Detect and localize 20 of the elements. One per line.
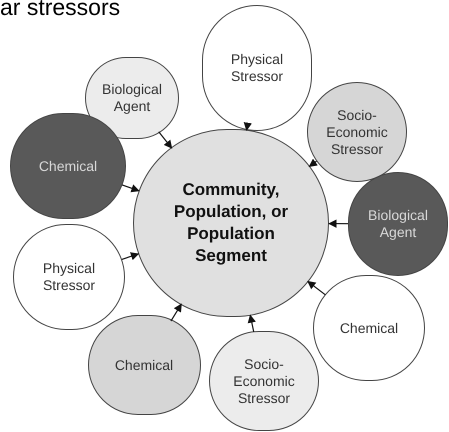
circle-label: Biological Agent [101, 81, 163, 115]
circle-label: Community, Population, or Population Segment [172, 179, 290, 267]
circle-label: Physical Stressor [230, 51, 284, 85]
circle-label: Biological Agent [367, 207, 429, 241]
arrow [158, 131, 172, 149]
arrow [170, 303, 182, 322]
arrow [308, 158, 318, 167]
circle-label: Chemical [338, 320, 400, 336]
arrow [307, 280, 326, 296]
title: ar stressors [0, 0, 120, 21]
circle-label: Chemical [38, 158, 98, 174]
circle-label: Physical Stressor [42, 260, 96, 294]
arrow [248, 314, 256, 332]
arrow [122, 252, 140, 260]
arrow [244, 122, 252, 132]
arrow [122, 184, 140, 192]
circle-label: Socio-Economic Stressor [325, 106, 389, 158]
circle-label: Chemical [114, 356, 174, 374]
circle-label: Socio-Economic Stressor [232, 356, 296, 406]
arrow [328, 219, 348, 228]
